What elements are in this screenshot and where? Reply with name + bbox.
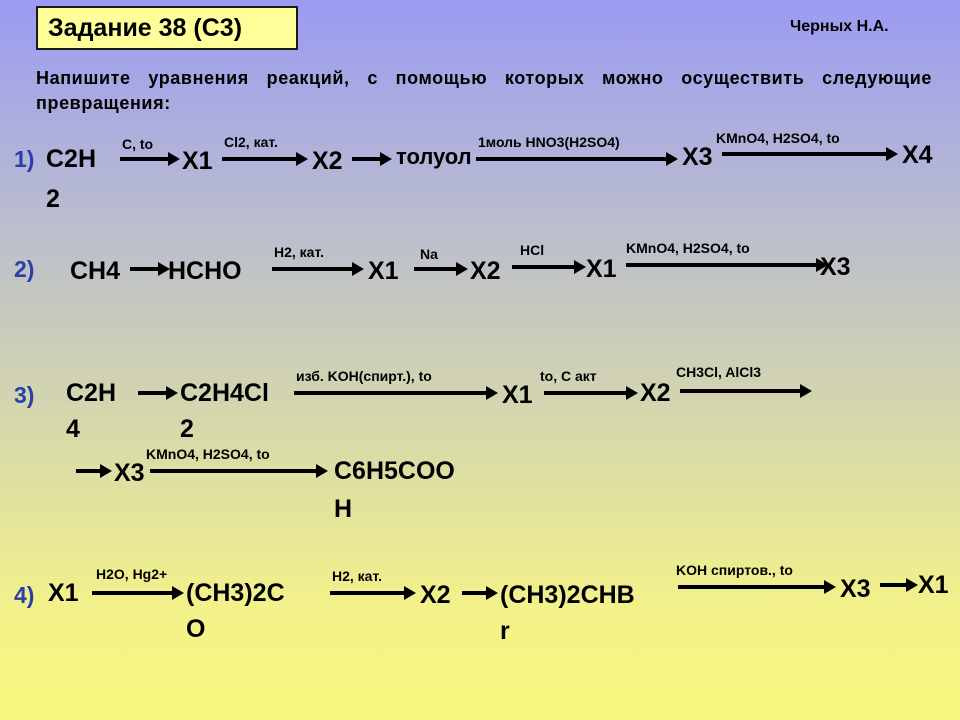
chain-4-arrow-1 <box>92 586 184 600</box>
chain-4-x3: X3 <box>840 575 871 603</box>
chain-1-x2: X2 <box>312 147 343 175</box>
chain-4-acetone: (CH3)2C <box>186 579 285 607</box>
chain-2-arrow-3 <box>414 262 468 276</box>
chain-2-cond-4: KMnO4, H2SO4, to <box>626 240 750 256</box>
chain-1-c2h-sub: 2 <box>46 185 60 213</box>
chain-3-cond-1: изб. KOH(спирт.), to <box>296 368 432 384</box>
chain-3-arrow-6 <box>150 464 328 478</box>
chain-2-arrow-2 <box>272 262 364 276</box>
chain-1-arrow-3 <box>352 152 392 166</box>
chain-4-x2: X2 <box>420 581 451 609</box>
chain-3-arrow-2 <box>294 386 498 400</box>
chain-2-arrow-1 <box>130 262 170 276</box>
chain-1-c2h: C2H <box>46 145 97 173</box>
chain-1-arrow-1 <box>120 152 180 166</box>
chain-3-product-tail: H <box>334 495 353 523</box>
chain-4-acetone-tail: O <box>186 615 206 643</box>
chain-4-cond-3: KOH спиртов., to <box>676 562 793 578</box>
chain-2-ch4: CH4 <box>70 257 121 285</box>
chain-1-x3: X3 <box>682 143 713 171</box>
chain-2-cond-3: HCl <box>520 242 545 258</box>
chain-4-arrow-4 <box>678 580 836 594</box>
chain-3-c2h: C2H <box>66 379 117 407</box>
chain-3-x2: X2 <box>640 379 671 407</box>
chain-3-product: C6H5COO <box>334 457 455 485</box>
chain-2-arrow-4 <box>512 260 586 274</box>
chain-3-arrow-4 <box>680 384 812 398</box>
task-title: Задание 38 (С3) <box>36 6 298 50</box>
chain-3-arrow-5 <box>76 464 112 478</box>
chain-4-arrow-2 <box>330 586 416 600</box>
chain-3-number: 3) <box>14 382 35 408</box>
chain-4-bromide: (CH3)2CHB <box>500 581 635 609</box>
chain-1-arrow-2 <box>222 152 308 166</box>
author-name: Черных Н.А. <box>790 18 889 35</box>
chain-4-bromide-tail: r <box>500 617 510 645</box>
chain-2-number: 2) <box>14 256 35 282</box>
chain-3-arrow-3 <box>544 386 638 400</box>
chain-1-cond-2: Cl2, кат. <box>224 134 278 150</box>
chain-2-x2: X2 <box>470 257 501 285</box>
chain-1-x4: X4 <box>902 141 933 169</box>
chain-2-x1b: X1 <box>586 255 617 283</box>
chain-1-arrow-5 <box>722 147 898 161</box>
chain-4-arrow-3 <box>462 586 498 600</box>
chain-2-arrow-5 <box>626 258 828 272</box>
chain-4-x1: X1 <box>48 579 79 607</box>
instruction-text: Напишите уравнения реакций, с помощью ко… <box>36 68 932 113</box>
chain-3-cond-3: CH3Cl, AlCl3 <box>676 364 762 380</box>
chain-4-cond-1: H2O, Hg2+ <box>96 566 168 582</box>
chain-3-x3: X3 <box>114 459 145 487</box>
chain-3-c2h4cl: C2H4Cl <box>180 379 269 407</box>
chain-1-x1: X1 <box>182 147 213 175</box>
chain-1-toluene: толуол <box>396 144 472 169</box>
chain-2-cond-2: Na <box>420 246 438 262</box>
chain-2-hcho: HCHO <box>168 257 242 285</box>
chain-1-number: 1) <box>14 146 35 172</box>
chain-3-cond-4: KMnO4, H2SO4, to <box>146 446 270 462</box>
chain-3-cond-2: to, C акт <box>540 368 597 384</box>
chain-1-cond-4: KMnO4, H2SO4, to <box>716 130 840 146</box>
chain-1-cond-1: C, to <box>122 136 154 152</box>
chain-2-x1: X1 <box>368 257 399 285</box>
chain-4-arrow-5 <box>880 578 918 592</box>
chain-3-c2h4cl-sub: 2 <box>180 415 194 443</box>
chain-3-c2h-sub: 4 <box>66 415 80 443</box>
chain-2-x3: X3 <box>820 253 851 281</box>
chain-1-cond-3: 1моль HNO3(H2SO4) <box>478 134 620 150</box>
chain-3-x1: X1 <box>502 381 533 409</box>
chain-1-arrow-4 <box>476 152 678 166</box>
chain-3-arrow-1 <box>138 386 178 400</box>
chain-4-cond-2: H2, кат. <box>332 568 382 584</box>
chain-2-cond-1: H2, кат. <box>274 244 324 260</box>
chain-4-x1b: X1 <box>918 571 949 599</box>
chain-4-number: 4) <box>14 582 35 608</box>
